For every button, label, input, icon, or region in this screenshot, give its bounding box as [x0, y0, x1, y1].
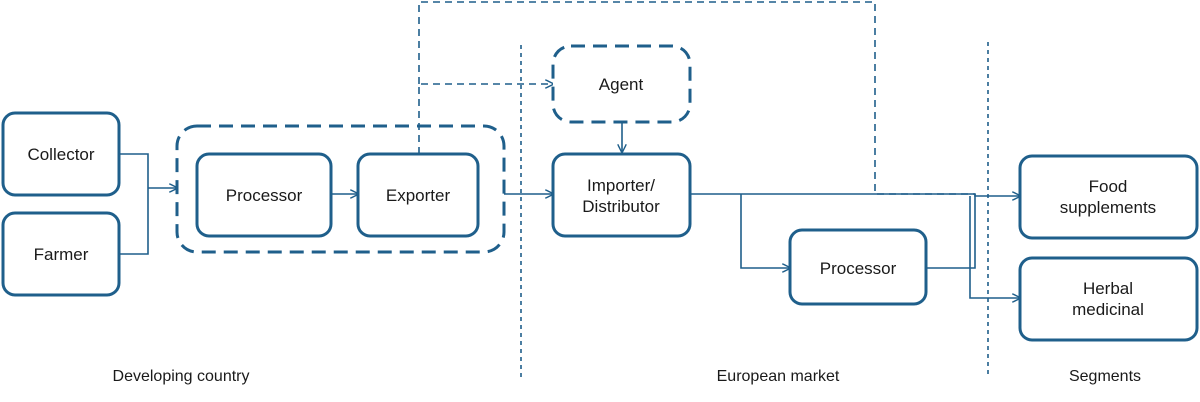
- importer-label-line1: Importer/: [587, 176, 655, 195]
- collector-farmer-to-group-connector: [119, 153, 149, 255]
- to-herbal-arrow: [969, 196, 1020, 298]
- farmer-node: [1, 211, 121, 297]
- region-label-european: European market: [717, 368, 840, 385]
- exporter-label: Exporter: [386, 186, 451, 205]
- herbal-label-line1: Herbal: [1083, 279, 1133, 298]
- food-label-line2: supplements: [1060, 198, 1156, 217]
- eu-processor-to-segments-connector: [926, 194, 976, 269]
- agent-node: [551, 44, 692, 124]
- exporter-direct-to-segments-dashed: [418, 1, 975, 195]
- collector-label: Collector: [27, 145, 94, 164]
- importer-to-eu-processor-arrow: [740, 194, 790, 268]
- processor-origin-node: [195, 152, 333, 238]
- processor-eu-label: Processor: [820, 259, 897, 278]
- food-supplements-node: [1018, 154, 1199, 240]
- herbal-label-line2: medicinal: [1072, 300, 1144, 319]
- importer-distributor-node: [551, 152, 692, 238]
- importer-label-line2: Distributor: [582, 197, 660, 216]
- agent-label: Agent: [599, 75, 644, 94]
- exporter-node: [356, 152, 480, 238]
- importer-to-food-arrow: [690, 194, 1020, 196]
- collector-node: [1, 111, 121, 197]
- processor-origin-label: Processor: [226, 186, 303, 205]
- processor-eu-node: [788, 228, 928, 306]
- food-label-line1: Food: [1089, 177, 1128, 196]
- connectors: [119, 122, 1020, 298]
- farmer-label: Farmer: [34, 245, 89, 264]
- dashed-routes: [418, 1, 975, 195]
- region-label-developing: Developing country: [113, 368, 250, 385]
- region-label-segments: Segments: [1069, 368, 1141, 385]
- herbal-medicinal-node: [1018, 256, 1199, 342]
- exporter-to-agent-dashed-arrow: [418, 84, 553, 154]
